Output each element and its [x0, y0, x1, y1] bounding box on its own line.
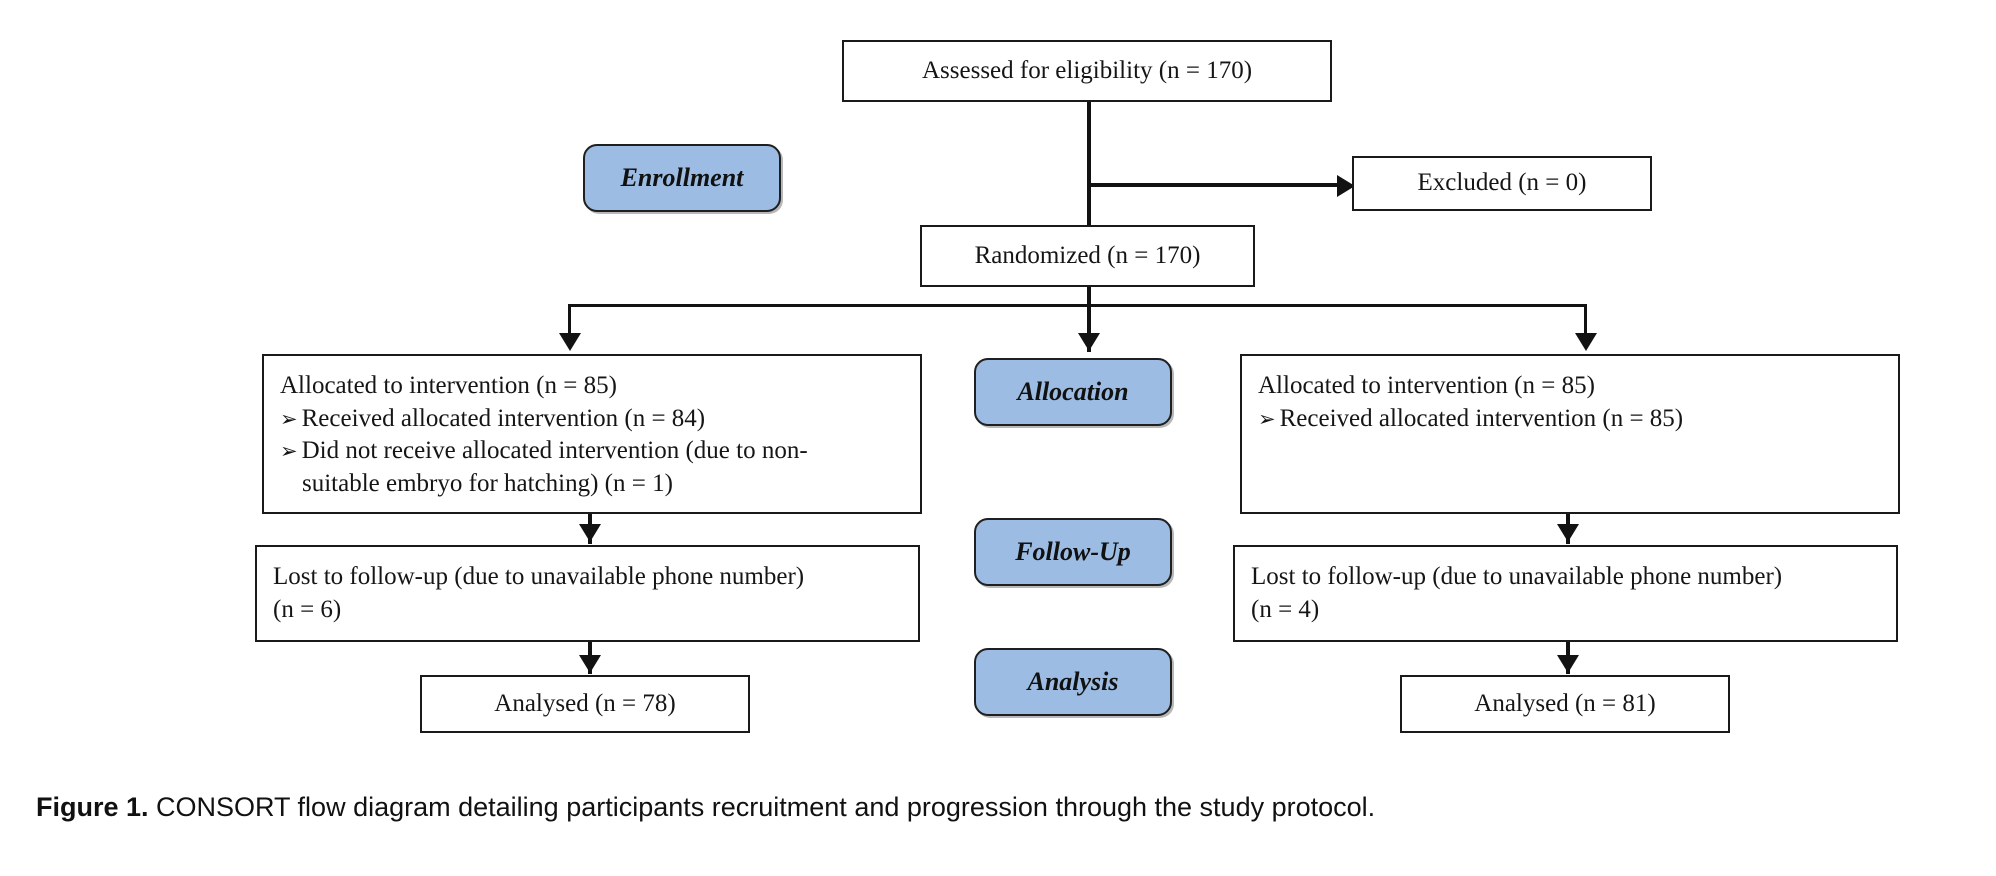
connector-split-bar [568, 304, 1587, 307]
connector-assessed-to-randomized [1087, 100, 1091, 228]
stage-label-allocation: Allocation [974, 358, 1172, 426]
bullet-arrow-icon: ➢ [280, 439, 298, 463]
arrow-to-lost-left-icon [579, 524, 601, 542]
stage-label-allocation-text: Allocation [1017, 377, 1129, 406]
node-allocated-left-heading: Allocated to intervention (n = 85) [280, 372, 617, 399]
node-excluded-text: Excluded (n = 0) [1417, 169, 1587, 197]
node-analysed-left: Analysed (n = 78) [420, 675, 750, 733]
arrow-to-allocated-left-icon [559, 333, 581, 351]
arrow-to-analysed-left-icon [579, 655, 601, 673]
node-excluded: Excluded (n = 0) [1352, 156, 1652, 211]
node-assessed-text: Assessed for eligibility (n = 170) [921, 56, 1253, 84]
bullet-arrow-icon: ➢ [1258, 406, 1276, 431]
node-analysed-right-text: Analysed (n = 81) [1474, 689, 1656, 717]
arrow-to-analysed-right-icon [1557, 655, 1579, 673]
connector-split-right-drop [1584, 304, 1587, 340]
node-randomized: Randomized (n = 170) [920, 225, 1255, 287]
node-allocated-left-bullet-2-text: Did not receive allocated intervention (… [301, 437, 808, 464]
node-allocated-left-continuation: suitable embryo for hatching) (n = 1) [302, 469, 673, 497]
node-lost-left-line-2: (n = 6) [273, 595, 342, 623]
node-allocated-left-bullet-1-text: Received allocated intervention (n = 84) [301, 404, 706, 432]
arrow-to-allocation-stage-icon [1078, 333, 1100, 351]
stage-label-enrollment-text: Enrollment [620, 163, 744, 192]
node-allocated-right: Allocated to intervention (n = 85) ➢Rece… [1240, 354, 1900, 514]
node-analysed-right: Analysed (n = 81) [1400, 675, 1730, 733]
node-analysed-left-text: Analysed (n = 78) [494, 689, 676, 717]
node-allocated-right-bullet-1: ➢Received allocated intervention (n = 85… [1258, 403, 1882, 436]
stage-label-follow-up-text: Follow-Up [1015, 537, 1131, 566]
node-lost-to-follow-up-left: Lost to follow-up (due to unavailable ph… [255, 545, 920, 642]
node-allocated-right-heading: Allocated to intervention (n = 85) [1258, 372, 1595, 399]
figure-caption-label: Figure 1. [36, 792, 149, 822]
node-lost-left-line-1: Lost to follow-up (due to unavailable ph… [273, 563, 805, 590]
arrow-to-excluded-icon [1337, 175, 1355, 197]
connector-assessed-to-excluded [1087, 183, 1343, 187]
arrow-to-allocated-right-icon [1575, 333, 1597, 351]
stage-label-enrollment: Enrollment [583, 144, 781, 212]
node-lost-right-line-2: (n = 4) [1251, 595, 1320, 623]
connector-split-left-drop [568, 304, 571, 340]
node-allocated-left: Allocated to intervention (n = 85) ➢Rece… [262, 354, 922, 514]
stage-label-analysis-text: Analysis [1027, 667, 1119, 696]
stage-label-analysis: Analysis [974, 648, 1172, 716]
node-lost-to-follow-up-right: Lost to follow-up (due to unavailable ph… [1233, 545, 1898, 642]
figure-caption: Figure 1. CONSORT flow diagram detailing… [36, 792, 1956, 823]
connector-randomized-down [1087, 262, 1091, 352]
figure-caption-text: CONSORT flow diagram detailing participa… [148, 792, 1376, 822]
node-randomized-text: Randomized (n = 170) [974, 241, 1201, 269]
bullet-arrow-icon: ➢ [280, 406, 298, 431]
stage-label-follow-up: Follow-Up [974, 518, 1172, 586]
node-allocated-left-bullet-1: ➢Received allocated intervention (n = 84… [280, 403, 904, 436]
node-allocated-right-bullet-1-text: Received allocated intervention (n = 85) [1279, 404, 1684, 432]
node-lost-right-line-1: Lost to follow-up (due to unavailable ph… [1251, 563, 1783, 590]
node-allocated-left-bullet-2: ➢Did not receive allocated intervention … [280, 435, 904, 468]
node-assessed-for-eligibility: Assessed for eligibility (n = 170) [842, 40, 1332, 102]
arrow-to-lost-right-icon [1557, 524, 1579, 542]
